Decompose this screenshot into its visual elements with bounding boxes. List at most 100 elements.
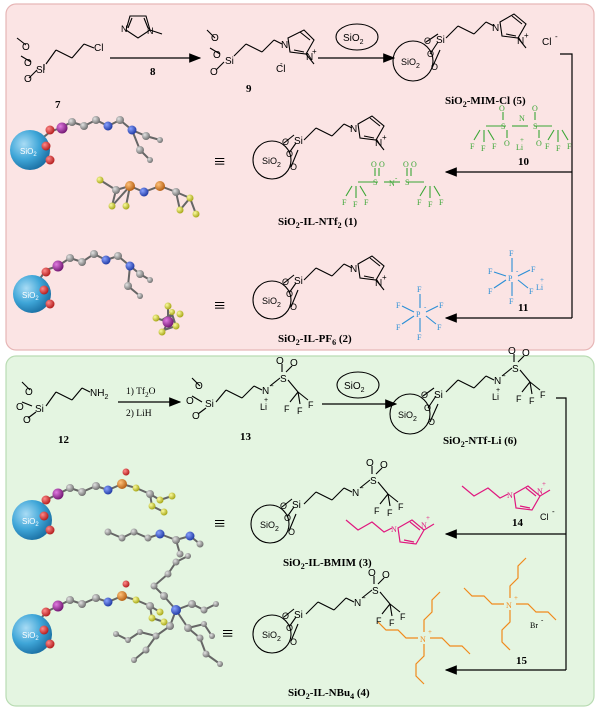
s-label: S — [370, 476, 377, 487]
svg-text:N: N — [420, 635, 426, 644]
sio2-reagent-oval — [335, 23, 379, 51]
f-label: F — [297, 406, 303, 416]
sio2-particle-label: SiO2 — [262, 296, 281, 309]
n-label: N — [517, 36, 524, 47]
f-label: F — [387, 508, 393, 518]
ball-stick-nbu4 — [12, 553, 223, 667]
reagent-14-structure — [461, 485, 551, 511]
compound-6-label: SiO2-NTf-Li (6) — [443, 435, 517, 449]
n-label: N — [147, 26, 154, 36]
structure-bmim — [250, 466, 399, 544]
svg-text:-: - — [541, 616, 544, 624]
svg-text:F: F — [396, 301, 401, 310]
n-label: N — [306, 52, 313, 63]
step2-label: 2) LiH — [126, 408, 152, 419]
o-label: O — [24, 58, 32, 69]
svg-text:F: F — [364, 198, 369, 207]
f-label: F — [376, 616, 382, 626]
svg-text:Br: Br — [530, 621, 538, 630]
plus-charge: + — [382, 133, 387, 142]
o-label: O — [276, 356, 284, 367]
o-label: O — [186, 396, 194, 407]
compound-5-label: SiO2-MIM-Cl (5) — [445, 95, 526, 109]
reagent-14-label: 14 — [512, 517, 524, 529]
svg-text:-: - — [424, 303, 427, 311]
o-label: O — [382, 570, 390, 581]
ball-stick-bmim — [12, 468, 204, 558]
svg-text:F: F — [488, 267, 493, 276]
o-label: O — [286, 149, 293, 159]
ntf2-anion — [345, 168, 441, 198]
reagent-11-label: 11 — [518, 302, 528, 314]
structure-nbu4 — [252, 576, 401, 654]
si-label: Si — [294, 136, 303, 147]
f-label: F — [284, 404, 290, 414]
reagent-15-label: 15 — [516, 655, 528, 667]
pf6-anion-atoms: P - F F F F F F — [396, 285, 444, 342]
silica-ball-label: SiO2 — [22, 631, 39, 642]
plus-charge: + — [312, 47, 317, 56]
plus-charge: + — [524, 31, 529, 40]
f-label: F — [389, 618, 395, 628]
svg-text:N: N — [519, 114, 525, 123]
reagent-11-structure — [493, 258, 531, 296]
top-panel — [5, 3, 595, 351]
si-label: Si — [294, 276, 303, 287]
o-label: O — [508, 346, 516, 357]
svg-text:F: F — [353, 200, 358, 209]
s-label: S — [280, 374, 287, 385]
equivalence-sign: ≡ — [214, 513, 225, 535]
f-label: F — [400, 612, 406, 622]
silica-ball-label: SiO2 — [20, 147, 37, 158]
svg-text:F: F — [470, 142, 475, 151]
svg-text:Li: Li — [516, 143, 524, 152]
pf6-anion — [401, 294, 439, 332]
n-label: N — [354, 598, 361, 609]
pf6-product-label: SiO2-IL-PF6 (2) — [278, 333, 352, 347]
ntf2-product-label: SiO2-IL-NTf2 (1) — [278, 216, 358, 230]
o-label: O — [368, 568, 376, 579]
svg-text:S: S — [373, 178, 377, 187]
compound-7-label: 7 — [55, 99, 61, 111]
si-label: Si — [205, 399, 214, 410]
ball-stick-ntf2 — [10, 116, 200, 218]
o-label: O — [23, 415, 31, 426]
svg-text:P: P — [416, 310, 421, 319]
si-label: Si — [294, 610, 303, 621]
o-label: O — [22, 42, 30, 53]
n-label: N — [350, 264, 357, 275]
svg-text:-: - — [516, 267, 519, 275]
o-label: O — [366, 458, 374, 469]
svg-text:F: F — [567, 142, 572, 151]
cl-label: Cl — [94, 43, 103, 54]
svg-text:O: O — [403, 160, 409, 169]
sio2-particle-label: SiO2 — [262, 630, 281, 643]
plus-charge: + — [496, 387, 500, 394]
sio2-particle-label: SiO2 — [262, 156, 281, 169]
nbu4-product-label: SiO2-IL-NBu4 (4) — [288, 687, 370, 701]
svg-text:N: N — [507, 491, 513, 500]
reagent-10-label: 10 — [518, 156, 530, 168]
nbu4-cation — [377, 591, 471, 685]
n-label: N — [350, 124, 357, 135]
si-label: Si — [292, 500, 301, 511]
svg-text:S: S — [405, 178, 409, 187]
f-label: F — [398, 502, 404, 512]
cl-label: Cl — [276, 64, 285, 75]
svg-text:N: N — [506, 601, 512, 610]
compound-13 — [191, 364, 309, 415]
svg-text:O: O — [536, 139, 542, 148]
n-label: N — [494, 376, 501, 387]
o-label: O — [195, 381, 203, 392]
compound-13-label: 13 — [240, 431, 252, 443]
compound-5 — [392, 13, 527, 82]
equivalence-sign: ≡ — [222, 623, 233, 645]
reagent-10-structure — [473, 112, 569, 142]
compound-12 — [21, 381, 91, 419]
svg-text:P: P — [508, 274, 513, 283]
o-label: O — [16, 402, 24, 413]
svg-text:N: N — [389, 179, 395, 188]
o-label: O — [522, 348, 530, 359]
bmim-product-label: SiO2-IL-BMIM (3) — [283, 557, 372, 571]
svg-text:O: O — [411, 160, 417, 169]
